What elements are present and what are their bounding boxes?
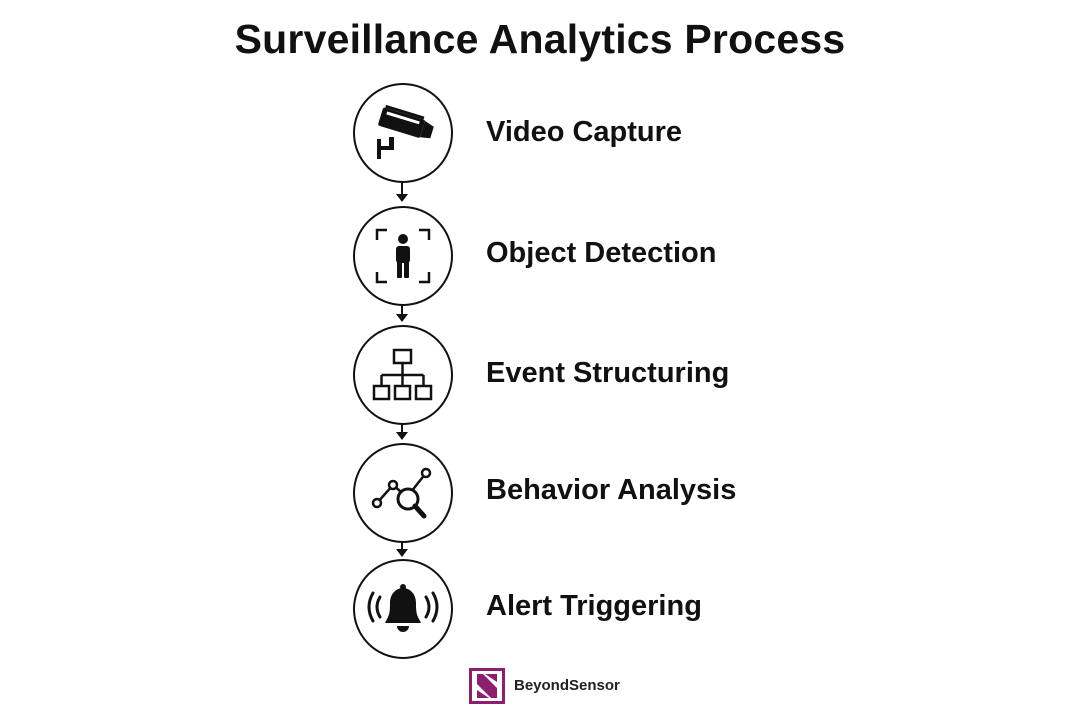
person-detection-icon bbox=[375, 228, 431, 284]
trend-magnifier-icon bbox=[371, 467, 432, 519]
brand-name: BeyondSensor bbox=[514, 677, 620, 694]
step-label: Video Capture bbox=[486, 116, 683, 148]
step-icon-circle bbox=[353, 325, 453, 425]
page-title: Surveillance Analytics Process bbox=[234, 16, 846, 62]
step-icon-circle bbox=[353, 559, 453, 659]
hierarchy-icon bbox=[372, 348, 433, 401]
step-label: Object Detection bbox=[486, 237, 717, 269]
beyondsensor-logo-icon bbox=[469, 668, 505, 704]
step-icon-circle bbox=[353, 443, 453, 543]
step-label: Behavior Analysis bbox=[486, 474, 737, 506]
step-label: Event Structuring bbox=[486, 357, 730, 389]
step-label: Alert Triggering bbox=[486, 590, 702, 622]
step-icon-circle bbox=[353, 83, 453, 183]
alarm-bell-icon bbox=[367, 584, 439, 632]
step-icon-circle bbox=[353, 206, 453, 306]
brand-footer: BeyondSensor bbox=[469, 668, 620, 704]
cctv-camera-icon bbox=[377, 104, 434, 159]
